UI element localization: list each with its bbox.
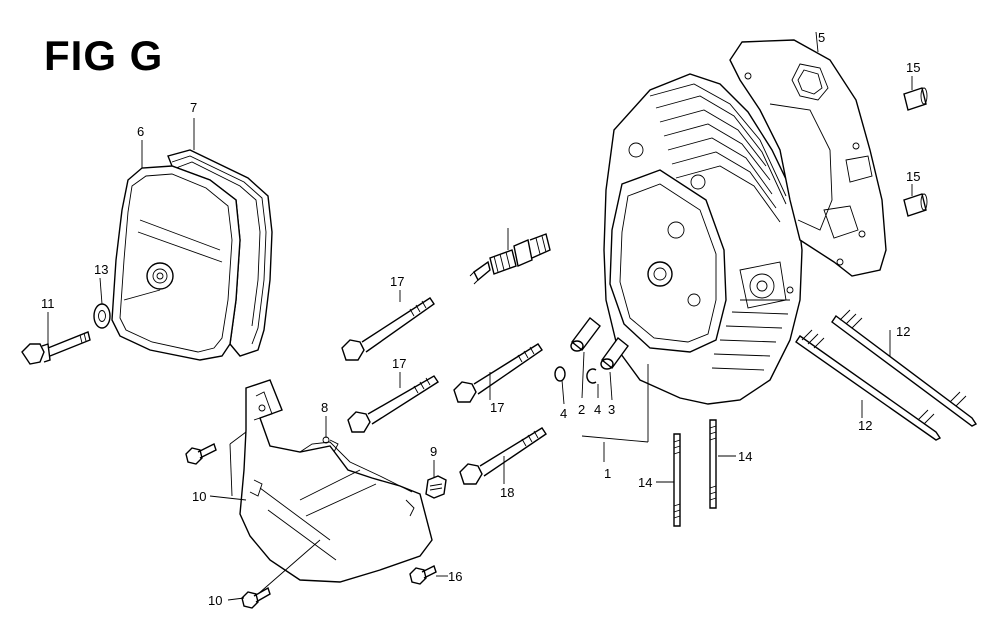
figure-title: FIG G (44, 32, 164, 79)
callout-17-middle-left: 17 (392, 356, 406, 371)
valve-guide-exhaust[interactable] (600, 336, 629, 370)
callout-12-lower: 12 (858, 418, 872, 433)
callout-4-left: 4 (560, 406, 567, 421)
callout-14-right: 14 (738, 449, 752, 464)
clip-left[interactable] (554, 366, 566, 382)
callout-9: 9 (430, 444, 437, 459)
callout-3: 3 (608, 402, 615, 417)
spark-plug[interactable] (469, 233, 551, 285)
callout-5: 5 (818, 30, 825, 45)
callout-11: 11 (41, 296, 55, 311)
callout-15-lower: 15 (906, 169, 920, 184)
callout-14-left: 14 (638, 475, 652, 490)
wire-clip[interactable] (425, 475, 447, 499)
callout-13: 13 (94, 262, 108, 277)
callout-16: 16 (448, 569, 462, 584)
stud-bolt-upper[interactable] (831, 309, 978, 427)
callout-7: 7 (190, 100, 197, 115)
valve-cover-bolt[interactable] (21, 331, 91, 365)
callout-4-right: 4 (594, 402, 601, 417)
cylinder-head-assembly[interactable] (603, 73, 803, 405)
clip-bolt[interactable] (409, 565, 437, 585)
stud-bolt-lower[interactable] (795, 329, 942, 441)
stud-short-right[interactable] (709, 419, 717, 509)
cylinder-head-bolt-upper[interactable] (341, 297, 435, 361)
dowel-pin-lower[interactable] (903, 193, 928, 217)
head-cover-bracket[interactable] (239, 379, 433, 583)
callout-17-lower: 18 (500, 485, 514, 500)
valve-cover[interactable] (111, 165, 241, 361)
callout-8: 8 (321, 400, 328, 415)
bracket-bolt-upper[interactable] (185, 443, 217, 465)
bracket-bolt-lower[interactable] (241, 586, 271, 609)
callout-2: 2 (578, 402, 585, 417)
cylinder-head-bolt-lower[interactable] (459, 427, 547, 485)
callout-labels: 1 2 3 4 4 5 6 7 8 9 10 10 11 12 12 13 14… (41, 30, 920, 608)
cylinder-head-bolt-middle-left[interactable] (347, 375, 439, 433)
callout-12-upper: 12 (896, 324, 910, 339)
clip-right[interactable] (586, 368, 597, 384)
callout-15-upper: 15 (906, 60, 920, 75)
callout-10-upper: 10 (192, 489, 206, 504)
callout-17-middle-right: 17 (490, 400, 504, 415)
valve-guide-intake[interactable] (570, 317, 601, 352)
cylinder-head-gasket[interactable] (729, 39, 887, 277)
callout-1: 1 (604, 466, 611, 481)
callout-6: 6 (137, 124, 144, 139)
stud-short-left[interactable] (673, 433, 681, 527)
sealing-washer[interactable] (93, 303, 111, 329)
leader-lines (47, 31, 913, 601)
callout-10-lower: 10 (208, 593, 222, 608)
callout-17-upper: 17 (390, 274, 404, 289)
dowel-pin-upper[interactable] (903, 87, 928, 111)
cylinder-head-bolt-middle-right[interactable] (453, 343, 543, 403)
